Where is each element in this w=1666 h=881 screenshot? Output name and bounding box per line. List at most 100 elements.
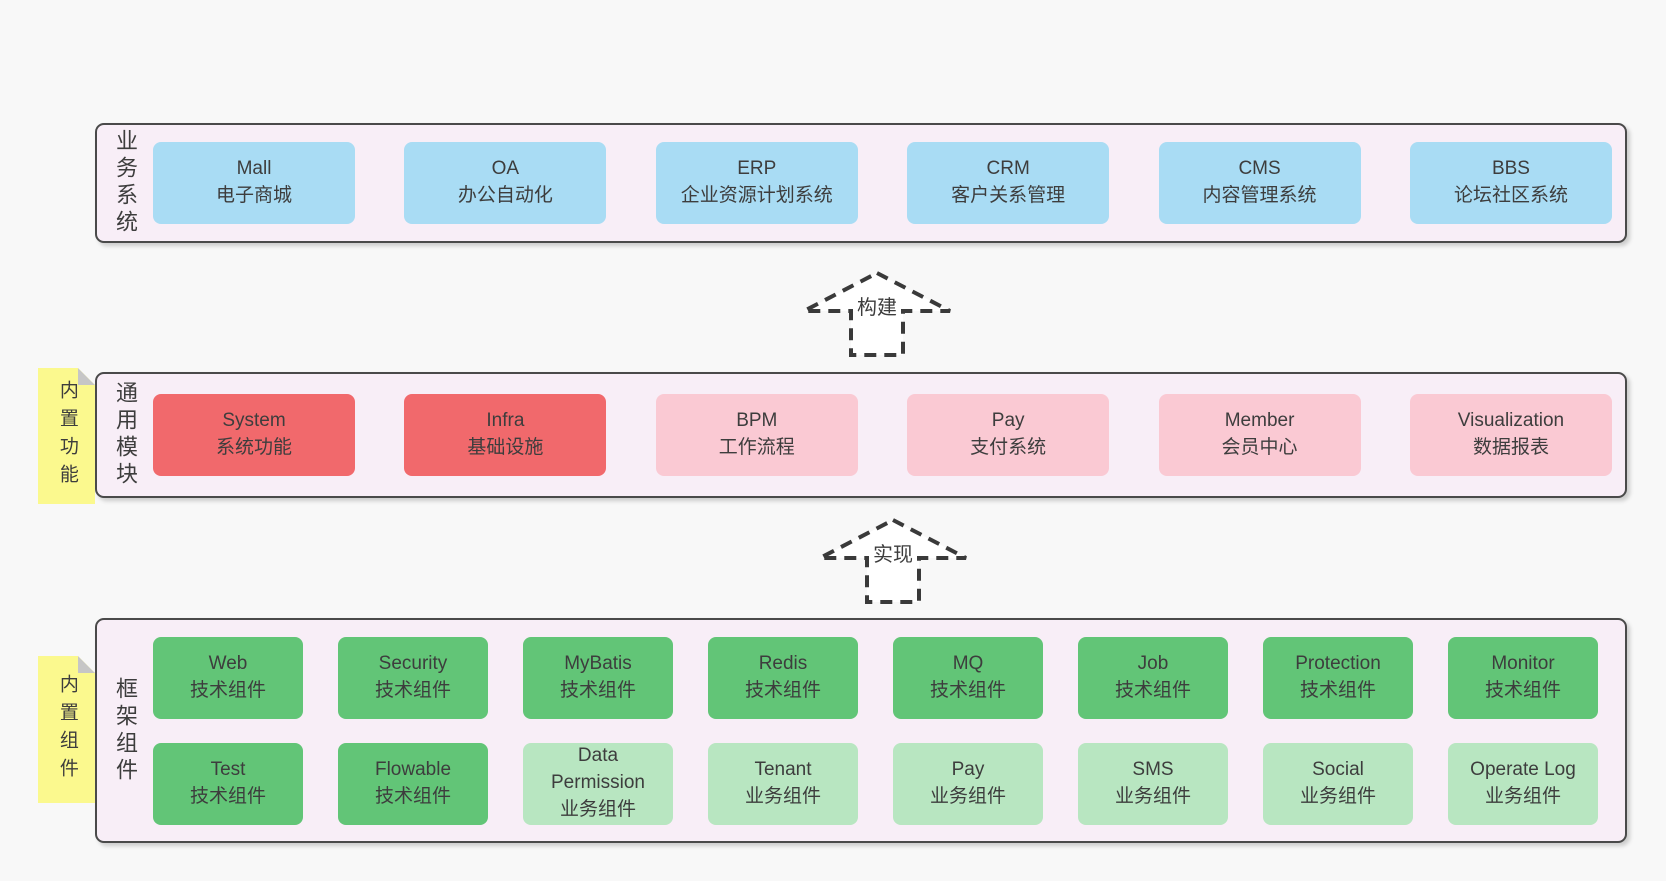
- box-operate-log: Operate Log 业务组件: [1448, 742, 1598, 825]
- box-system-desc: 系统功能: [215, 437, 292, 458]
- box-mybatis-desc: 技术组件: [559, 679, 636, 701]
- framework-components-row-1: Web 技术组件 Security 技术组件 MyBatis 技术组件 Redi…: [153, 636, 1598, 719]
- box-mq-desc: 技术组件: [929, 679, 1006, 701]
- box-web: Web 技术组件: [153, 636, 303, 719]
- box-erp-desc: 企业资源计划系统: [680, 185, 833, 206]
- box-job-name: Job: [1137, 652, 1169, 674]
- box-member-desc: 会员中心: [1221, 437, 1298, 458]
- band-business-systems-label: 业务系统: [112, 129, 138, 237]
- band-framework-components: 框架组件 Web 技术组件 Security 技术组件 MyBatis 技术组件…: [95, 618, 1627, 843]
- box-social-name: Social: [1312, 758, 1364, 780]
- business-systems-row: Mall 电子商城 OA 办公自动化 ERP 企业资源计划系统 CRM 客户关系…: [153, 142, 1612, 224]
- band-business-systems: 业务系统 Mall 电子商城 OA 办公自动化 ERP 企业资源计划系统 CRM…: [95, 123, 1627, 243]
- box-sms-name: SMS: [1132, 758, 1174, 780]
- box-flowable-name: Flowable: [374, 758, 452, 780]
- box-visualization-name: Visualization: [1457, 410, 1565, 432]
- box-mybatis-name: MyBatis: [564, 652, 632, 674]
- implement-arrow-label: 实现: [870, 538, 916, 567]
- box-mall-name: Mall: [236, 158, 272, 180]
- box-erp: ERP 企业资源计划系统: [655, 142, 858, 224]
- box-test-desc: 技术组件: [189, 785, 266, 807]
- box-cms-desc: 内容管理系统: [1202, 185, 1317, 206]
- box-system: System 系统功能: [153, 394, 355, 476]
- box-infra: Infra 基础设施: [404, 394, 607, 476]
- box-visualization: Visualization 数据报表: [1409, 394, 1612, 476]
- box-protection: Protection 技术组件: [1263, 636, 1413, 719]
- box-visualization-desc: 数据报表: [1472, 437, 1549, 458]
- box-infra-desc: 基础设施: [467, 437, 544, 458]
- box-pay-component-name: Pay: [951, 758, 985, 780]
- box-test-name: Test: [210, 758, 246, 780]
- box-bbs: BBS 论坛社区系统: [1409, 142, 1612, 224]
- box-pay-component: Pay 业务组件: [893, 742, 1043, 825]
- folded-corner-icon: [78, 656, 95, 673]
- box-social: Social 业务组件: [1263, 742, 1413, 825]
- box-security-desc: 技术组件: [374, 679, 451, 701]
- box-security: Security 技术组件: [338, 636, 488, 719]
- box-flowable-desc: 技术组件: [374, 785, 451, 807]
- box-social-desc: 业务组件: [1299, 785, 1376, 807]
- box-oa-name: OA: [491, 158, 520, 180]
- box-erp-name: ERP: [737, 158, 777, 180]
- sticky-note-builtin-functions: 内置功能: [38, 368, 95, 504]
- build-arrow: 构建: [802, 270, 952, 358]
- sticky-note-builtin-functions-text: 内置功能: [56, 380, 78, 492]
- band-business-systems-rows: Mall 电子商城 OA 办公自动化 ERP 企业资源计划系统 CRM 客户关系…: [153, 142, 1612, 224]
- box-crm-name: CRM: [986, 158, 1030, 180]
- box-pay-component-desc: 业务组件: [929, 785, 1006, 807]
- box-mall-desc: 电子商城: [215, 185, 292, 206]
- box-redis: Redis 技术组件: [708, 636, 858, 719]
- box-tenant-name: Tenant: [754, 758, 812, 780]
- box-redis-desc: 技术组件: [744, 679, 821, 701]
- box-bpm-desc: 工作流程: [718, 437, 795, 458]
- box-operate-log-name: Operate Log: [1470, 758, 1576, 780]
- box-pay-system-desc: 支付系统: [970, 437, 1047, 458]
- box-mq: MQ 技术组件: [893, 636, 1043, 719]
- band-framework-components-label: 框架组件: [112, 676, 138, 785]
- box-tenant-desc: 业务组件: [744, 785, 821, 807]
- box-infra-name: Infra: [486, 410, 525, 432]
- band-common-modules-rows: System 系统功能 Infra 基础设施 BPM 工作流程 Pay 支付系统…: [153, 394, 1612, 476]
- box-cms-name: CMS: [1238, 158, 1281, 180]
- box-data-permission: Data Permission 业务组件: [523, 742, 673, 825]
- box-monitor-name: Monitor: [1491, 652, 1555, 674]
- box-operate-log-desc: 业务组件: [1484, 785, 1561, 807]
- box-flowable: Flowable 技术组件: [338, 742, 488, 825]
- box-job: Job 技术组件: [1078, 636, 1228, 719]
- band-common-modules-label: 通用模块: [112, 381, 138, 489]
- band-common-modules: 通用模块 System 系统功能 Infra 基础设施 BPM 工作流程 Pay…: [95, 372, 1627, 498]
- box-bpm-name: BPM: [736, 410, 778, 432]
- box-system-name: System: [222, 410, 286, 432]
- box-bbs-desc: 论坛社区系统: [1453, 185, 1568, 206]
- box-sms: SMS 业务组件: [1078, 742, 1228, 825]
- box-pay-system: Pay 支付系统: [907, 394, 1110, 476]
- folded-corner-icon: [78, 368, 95, 385]
- box-web-desc: 技术组件: [189, 679, 266, 701]
- box-mybatis: MyBatis 技术组件: [523, 636, 673, 719]
- box-crm: CRM 客户关系管理: [907, 142, 1110, 224]
- box-mq-name: MQ: [952, 652, 984, 674]
- box-oa: OA 办公自动化: [404, 142, 607, 224]
- box-mall: Mall 电子商城: [153, 142, 355, 224]
- sticky-note-builtin-components-text: 内置组件: [56, 673, 78, 786]
- band-framework-components-rows: Web 技术组件 Security 技术组件 MyBatis 技术组件 Redi…: [153, 636, 1598, 825]
- box-bbs-name: BBS: [1491, 158, 1530, 180]
- box-cms: CMS 内容管理系统: [1158, 142, 1361, 224]
- box-member-name: Member: [1224, 410, 1295, 432]
- box-test: Test 技术组件: [153, 742, 303, 825]
- box-data-permission-desc: 业务组件: [559, 798, 636, 820]
- box-protection-desc: 技术组件: [1299, 679, 1376, 701]
- box-web-name: Web: [208, 652, 248, 674]
- implement-arrow: 实现: [818, 517, 968, 605]
- box-data-permission-name: Data Permission: [551, 745, 645, 794]
- box-protection-name: Protection: [1295, 652, 1381, 674]
- build-arrow-label: 构建: [854, 291, 900, 320]
- common-modules-row: System 系统功能 Infra 基础设施 BPM 工作流程 Pay 支付系统…: [153, 394, 1612, 476]
- box-sms-desc: 业务组件: [1114, 785, 1191, 807]
- box-pay-system-name: Pay: [991, 410, 1025, 432]
- box-security-name: Security: [378, 652, 448, 674]
- sticky-note-builtin-components: 内置组件: [38, 656, 95, 803]
- box-monitor: Monitor 技术组件: [1448, 636, 1598, 719]
- box-redis-name: Redis: [758, 652, 808, 674]
